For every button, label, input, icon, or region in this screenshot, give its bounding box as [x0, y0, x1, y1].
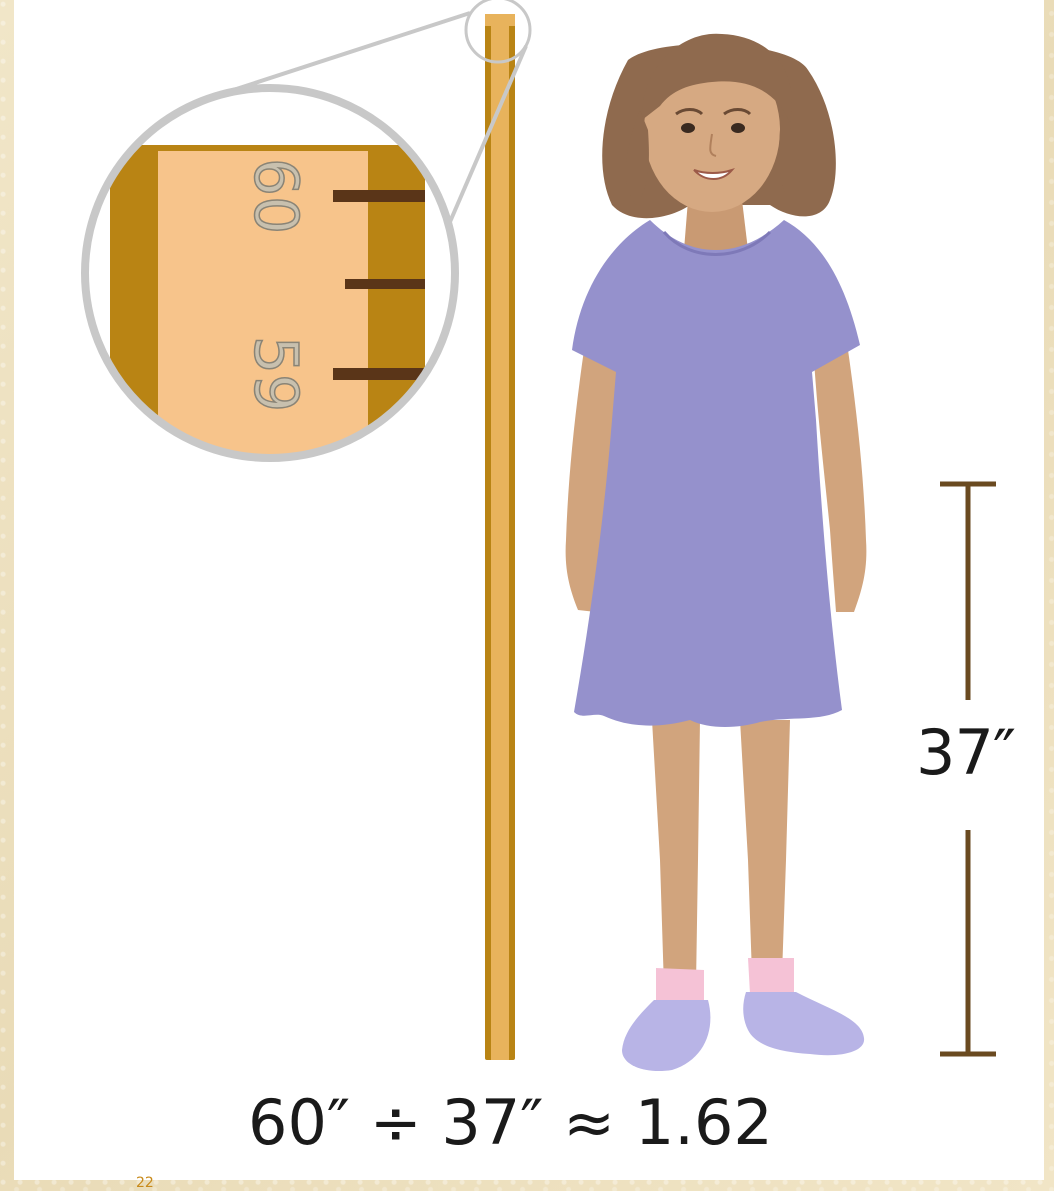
- tick-mark-half: [345, 279, 425, 289]
- zoom-inset: 60 59: [85, 88, 455, 458]
- measuring-stick: [485, 14, 515, 1060]
- tick-mark-59: [333, 368, 425, 380]
- page-number: 22: [136, 1176, 154, 1190]
- right-leg: [740, 720, 790, 975]
- ratio-equation: 60″ ÷ 37″ ≈ 1.62: [248, 1092, 888, 1154]
- eye-left: [681, 123, 695, 133]
- height-37-label: 37″: [916, 722, 1015, 784]
- dress: [572, 220, 860, 727]
- right-sock: [748, 958, 794, 994]
- eye-right: [731, 123, 745, 133]
- tick-label-60: 60: [240, 158, 310, 234]
- tick-label-59: 59: [240, 336, 310, 412]
- left-shoe: [622, 1000, 710, 1071]
- right-shoe: [743, 992, 864, 1055]
- left-sock: [656, 968, 704, 1004]
- girl-figure: [566, 34, 867, 1071]
- tick-mark-60: [333, 190, 425, 202]
- left-leg: [652, 720, 700, 988]
